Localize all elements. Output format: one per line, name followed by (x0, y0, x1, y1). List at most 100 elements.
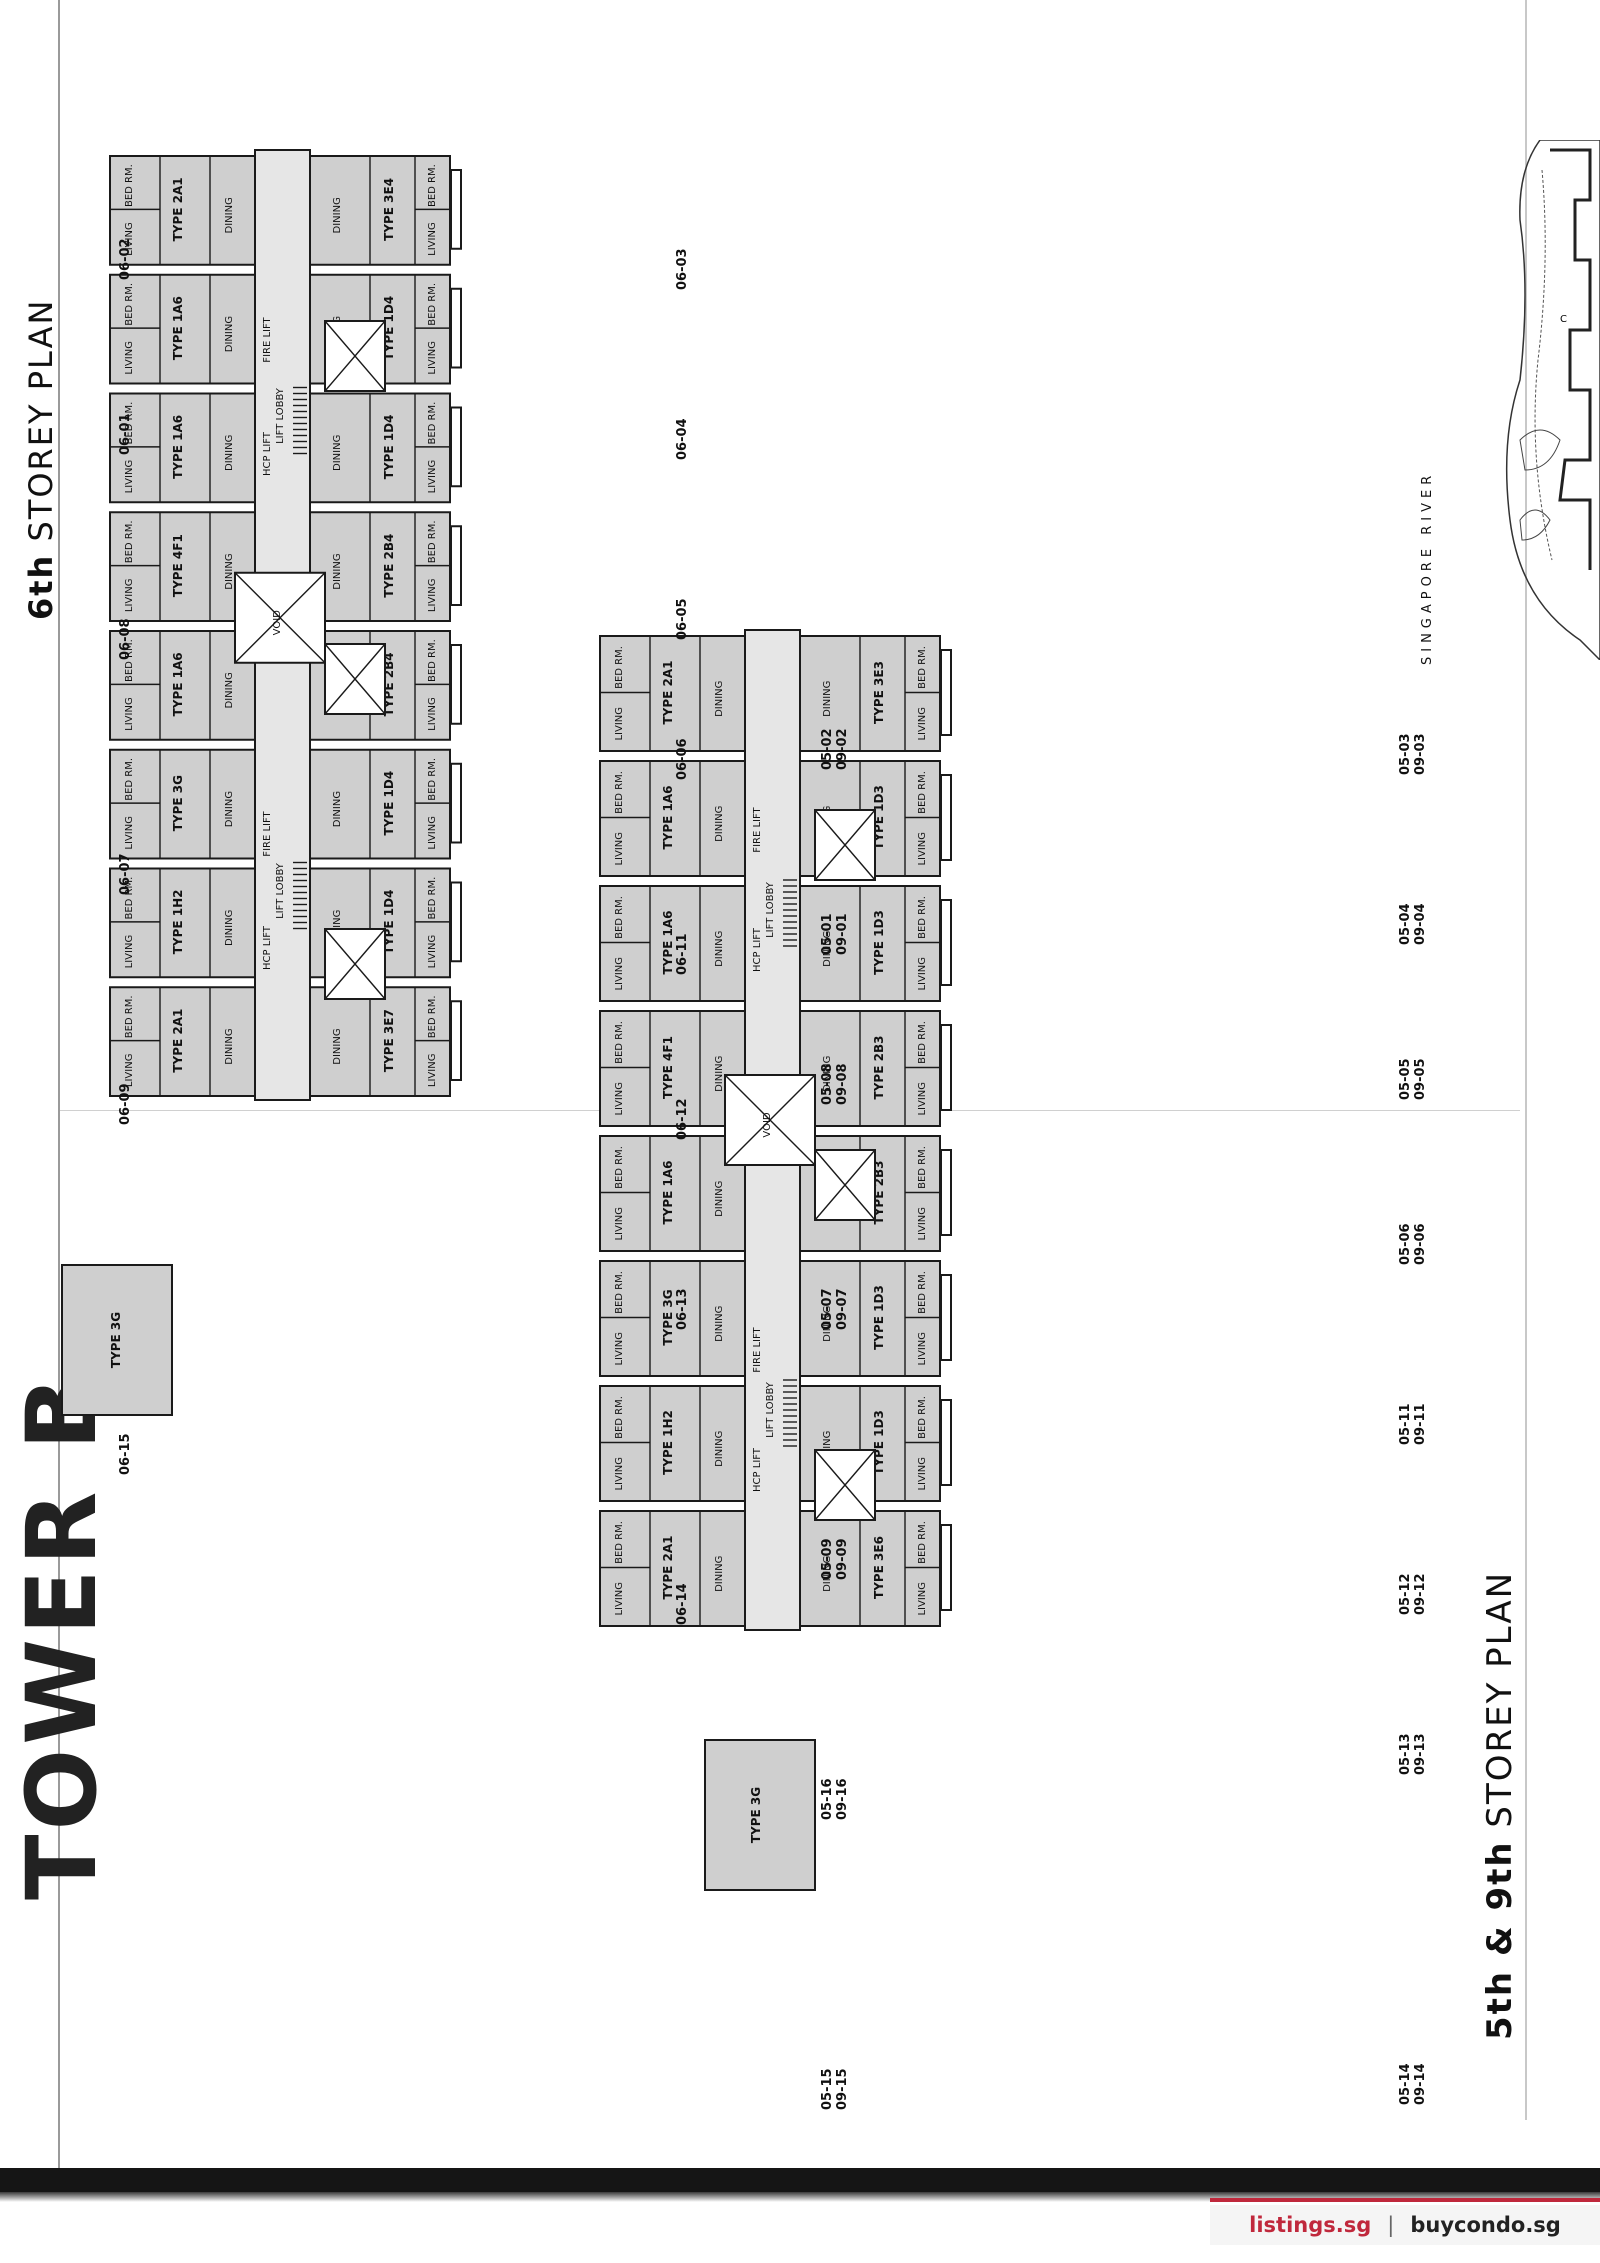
plan59-living-left-2: LIVING (614, 957, 625, 991)
plan59-balcony-4 (940, 1149, 952, 1236)
plan6-left-unit-5 (109, 748, 256, 860)
plan59-type-right-2: TYPE 1D3 (872, 910, 886, 975)
unit-6th-top-5-line-0: 06-15 (118, 1433, 133, 1475)
plan59-living-left-7: LIVING (614, 1582, 625, 1616)
plan59-dining-left-0: DINING (714, 681, 725, 717)
plan59-left-unit-6 (599, 1385, 746, 1502)
unit-5th9th-top-1-line-0: 05-01 (820, 913, 835, 955)
plan6-bed-left-7: BED RM. (124, 995, 135, 1038)
plan59-type-left-4: TYPE 1A6 (661, 1160, 675, 1224)
plan59-bed-left-7: BED RM. (614, 1521, 625, 1564)
plan59-wing-type: TYPE 3G (749, 1787, 763, 1843)
plan6-bed-left-0: BED RM. (124, 164, 135, 207)
plan6-living-left-0: LIVING (124, 222, 135, 256)
unit-5th9th-bottom-7-line-1: 09-14 (1413, 2063, 1428, 2105)
plan6-bed-right-6: BED RM. (427, 877, 438, 920)
plan59-type-left-2: TYPE 1A6 (661, 910, 675, 974)
unit-5th9th-bottom-3-line-0: 05-06 (1398, 1223, 1413, 1265)
plan59-right-unit-2 (799, 885, 941, 1002)
plan6-living-right-1: LIVING (427, 341, 438, 375)
plan6-left-unit-7 (109, 986, 256, 1097)
plan59-right-unit-3 (799, 1010, 941, 1127)
unit-6th-top-2-line-0: 06-08 (118, 618, 133, 660)
plan59-dining-left-5: DINING (714, 1306, 725, 1342)
unit-5th9th-top-0-line-1: 09-02 (835, 728, 850, 770)
plan6-living-left-5: LIVING (124, 816, 135, 850)
plan59-right-unit-0 (799, 635, 941, 752)
unit-6th-bottom-3: 06-06 (675, 738, 690, 780)
plan6-void-box-diag-b (234, 572, 326, 664)
plan6-fire-lift-1: FIRE LIFT (262, 316, 273, 362)
plan59-left-unit-0 (599, 635, 746, 752)
unit-5th9th-top-3-line-1: 09-07 (835, 1288, 850, 1330)
plan6-hcp-lift-2: HCP LIFT (262, 925, 273, 970)
plan59-balcony-7 (940, 1524, 952, 1611)
plan59-living-left-3: LIVING (614, 1082, 625, 1116)
plan6-living-right-5: LIVING (427, 816, 438, 850)
unit-5th9th-bottom-2-line-1: 09-05 (1413, 1058, 1428, 1100)
plan59-dining-left-2: DINING (714, 931, 725, 967)
unit-5th9th-bottom-0-line-0: 05-03 (1398, 733, 1413, 775)
plan59-dining-right-3: DINING (822, 1056, 833, 1092)
plan59-bed-right-2: BED RM. (917, 896, 928, 939)
plan6-living-right-4: LIVING (427, 697, 438, 731)
brand-buycondo[interactable]: buycondo.sg (1410, 2213, 1561, 2237)
unit-5th9th-bottom-6-line-0: 05-13 (1398, 1733, 1413, 1775)
plan6-bed-left-2: BED RM. (124, 402, 135, 445)
unit-5th9th-bottom-5-line-0: 05-12 (1398, 1573, 1413, 1615)
plan59-type-left-3: TYPE 4F1 (661, 1036, 675, 1099)
plan59-dining-left-7: DINING (714, 1556, 725, 1592)
plan59-living-right-0: LIVING (917, 707, 928, 741)
plan6-left-unit-3 (109, 511, 256, 622)
plan59-right-unit-5 (799, 1260, 941, 1377)
plan59-fire-lift-1: FIRE LIFT (752, 806, 763, 852)
unit-6th-bottom-3-line-0: 06-06 (675, 738, 690, 780)
plan59-right-unit-7 (799, 1510, 941, 1627)
plan6-hcp-lift-1: HCP LIFT (262, 431, 273, 476)
footer-watermark: listings.sg | buycondo.sg (1210, 2205, 1600, 2245)
unit-5th9th-top-3-line-0: 05-07 (820, 1288, 835, 1330)
plan6-type-left-7: TYPE 2A1 (171, 1009, 185, 1073)
plan6-right-unit-2 (309, 392, 451, 504)
brand-listings[interactable]: listings.sg (1249, 2213, 1372, 2237)
plan59-bed-right-5: BED RM. (917, 1271, 928, 1314)
plan59-dining-right-7: DINING (822, 1556, 833, 1592)
plan59-wing-3g (704, 1739, 816, 1891)
plan6-wing-type: TYPE 3G (109, 1312, 123, 1368)
plan6-left-unit-6 (109, 867, 256, 979)
plan59-shaft-2-diag-b (814, 1149, 876, 1221)
plan59-living-right-6: LIVING (917, 1457, 928, 1491)
plan6-type-left-5: TYPE 3G (171, 775, 185, 831)
plan6-balcony-7 (450, 1000, 462, 1081)
plan59-lift-lobby-2: LIFT LOBBY (765, 1381, 776, 1438)
unit-5th9th-bottom-6-line-1: 09-13 (1413, 1733, 1428, 1775)
plan6-bed-left-3: BED RM. (124, 520, 135, 563)
unit-5th9th-bottom-2-line-0: 05-05 (1398, 1058, 1413, 1100)
plan59-void-label: VOID (762, 1112, 773, 1137)
unit-5th9th-bottom-1-line-1: 09-04 (1413, 903, 1428, 945)
plan6-type-right-5: TYPE 1D4 (382, 771, 396, 836)
unit-5th9th-bottom-4-line-1: 09-11 (1413, 1403, 1428, 1445)
unit-5th9th-top-6-line-0: 05-15 (820, 2068, 835, 2110)
plan6-right-unit-5 (309, 748, 451, 860)
plan6-right-unit-0 (309, 155, 451, 266)
plan59-dining-right-5: DINING (822, 1306, 833, 1342)
plan6-balcony-6 (450, 881, 462, 963)
plan59-dining-right-2: DINING (822, 931, 833, 967)
plan6-dining-left-7: DINING (224, 1028, 235, 1064)
plan6-dining-right-2: DINING (332, 435, 343, 471)
plan59-dining-right-0: DINING (822, 681, 833, 717)
plan6-living-right-2: LIVING (427, 460, 438, 494)
plan59-dining-left-6: DINING (714, 1431, 725, 1467)
plan6-dining-right-5: DINING (332, 791, 343, 827)
plan6-living-right-7: LIVING (427, 1054, 438, 1088)
unit-6th-top-3: 06-07 (118, 853, 133, 895)
plan6-dining-right-0: DINING (332, 197, 343, 233)
plan59-bed-left-5: BED RM. (614, 1271, 625, 1314)
unit-5th9th-bottom-0-line-1: 09-03 (1413, 733, 1428, 775)
